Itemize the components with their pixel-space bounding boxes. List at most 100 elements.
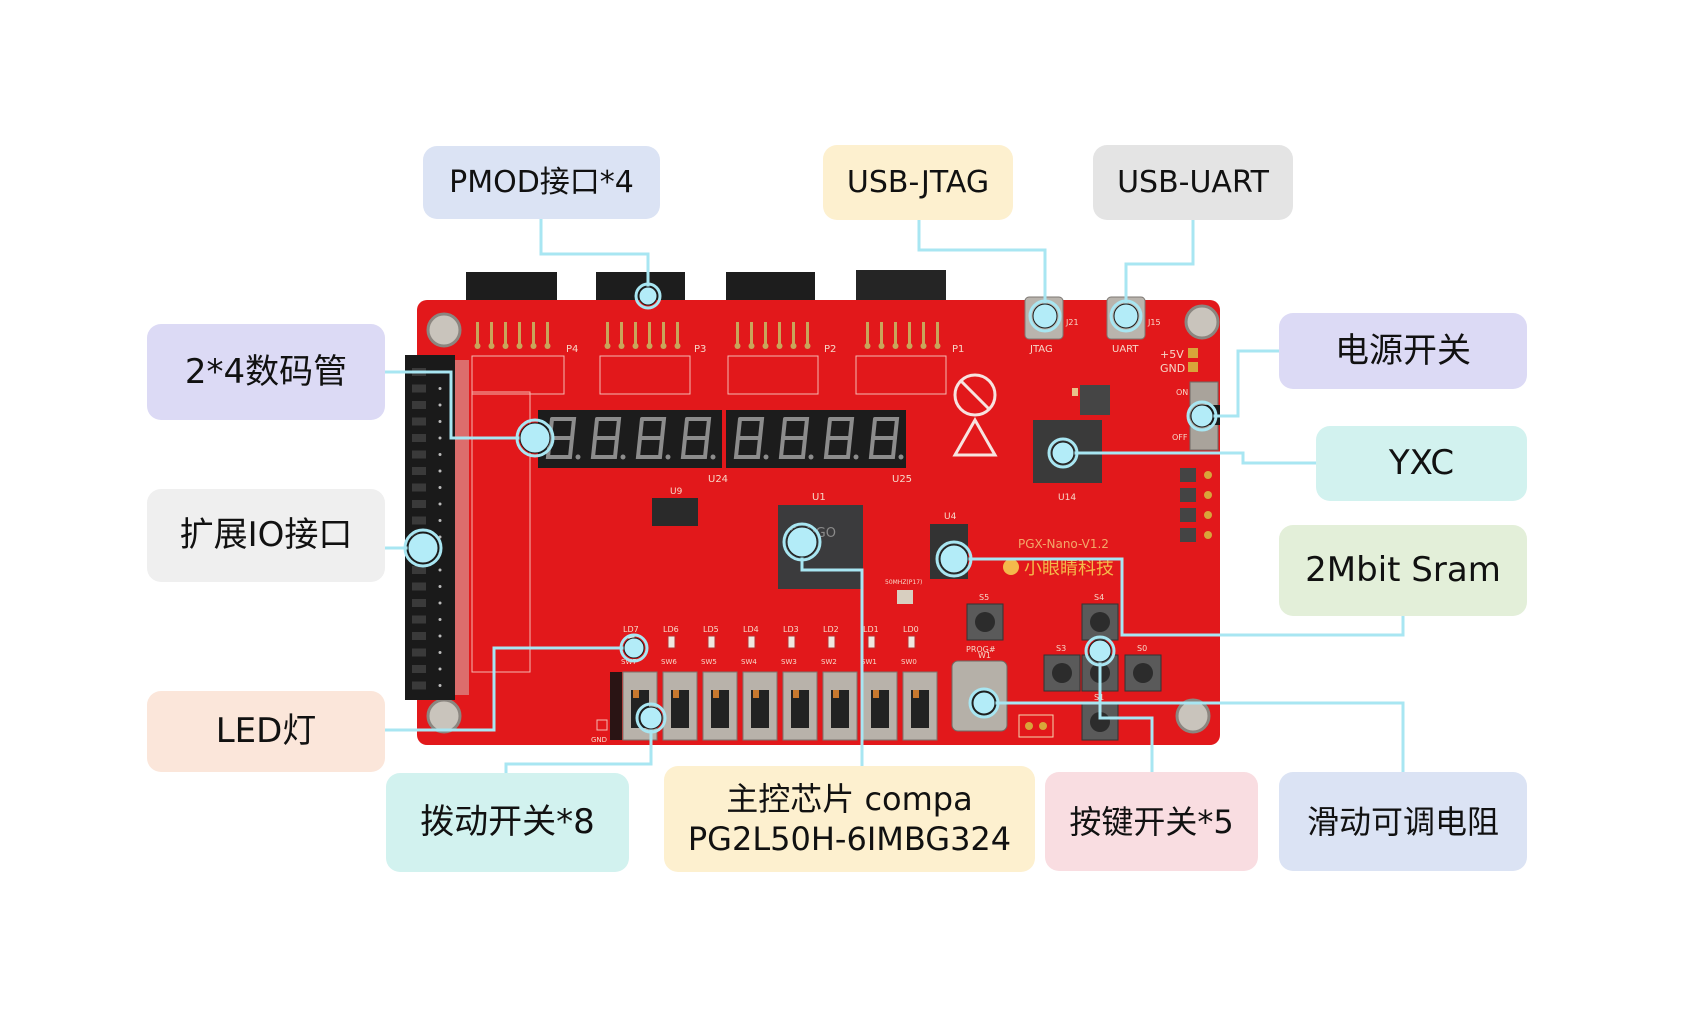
led-indicator (667, 635, 676, 649)
io-pin-pad (438, 436, 442, 440)
chip-ref-u1: U1 (812, 492, 826, 503)
button-name: S0 (1137, 644, 1147, 653)
pmod-pin-pad (660, 343, 667, 349)
io-pin-pad (438, 684, 442, 687)
board-model: PGX-Nano-V1.2 (1018, 537, 1109, 551)
dot-pmod-ring (634, 282, 662, 310)
pmod-pin (634, 322, 637, 346)
line-sram (954, 557, 1405, 637)
header-pad (1204, 511, 1212, 519)
pmod-pin-pad (864, 343, 871, 349)
io-pin (412, 483, 426, 492)
push-button-cap (1090, 612, 1110, 632)
dot-sram-ring (935, 540, 973, 578)
side-ics (1180, 468, 1212, 542)
dot-sram (939, 544, 969, 574)
pmod-name-p4: P4 (566, 344, 578, 355)
pmod-pin (866, 322, 869, 346)
pmod-pin (662, 322, 665, 346)
level-shifter-ic (1180, 468, 1196, 482)
slide-switch-knob (871, 690, 889, 728)
usb-name-uart: UART (1112, 344, 1139, 355)
pmod-pin (518, 322, 521, 346)
dot-expansion (407, 532, 439, 564)
screw-icon (426, 312, 462, 348)
label-potentiometer: 滑动可调电阻 (1279, 772, 1527, 871)
button-name: S3 (1056, 644, 1066, 653)
pmod-pin (894, 322, 897, 346)
usb-name-jtag: JTAG (1029, 344, 1053, 355)
dot-buttons-ring (1084, 635, 1116, 667)
led-indicator (787, 635, 796, 649)
io-pin-pad (438, 667, 442, 671)
dot-usb-jtag-ring (1028, 299, 1062, 333)
dot-usb-uart-ring (1109, 299, 1143, 333)
pmod-pin-pad (878, 343, 885, 349)
line-pot (984, 701, 1405, 772)
dot-dip-ring (635, 702, 667, 734)
pmod-pin (936, 322, 939, 346)
pmod-pin (736, 322, 739, 346)
slide-switch-knob (791, 690, 809, 728)
io-pin (412, 599, 426, 607)
slide-switch-marker (673, 690, 679, 698)
display-ref-u24: U24 (708, 474, 728, 485)
line-power (1202, 349, 1279, 418)
usb-ref-j15: J15 (1147, 318, 1161, 327)
io-pin-pad (438, 585, 442, 588)
io-pin (412, 417, 426, 426)
led-name: LD7 (623, 625, 639, 634)
io-pin (412, 401, 426, 409)
dot-yxc (1051, 441, 1075, 465)
slide-switch-marker (753, 690, 759, 698)
seven-segment-displays: U24 U25 (538, 410, 912, 485)
pmod-pin-pad (934, 343, 941, 349)
pmod-pin-pad (762, 343, 769, 349)
header-pad (1204, 471, 1212, 479)
segment-digit (635, 417, 671, 460)
chip-ref-u4: U4 (944, 512, 957, 522)
label-sram-text: 2Mbit Sram (1305, 550, 1501, 591)
led-name: LD3 (783, 625, 799, 634)
pmod-pin-pad (804, 343, 811, 349)
header-pad (1204, 531, 1212, 539)
leds: LD7SW7LD6SW6LD5SW5LD4SW4LD3SW3LD2SW2LD1S… (621, 625, 919, 666)
pmod-pin (792, 322, 795, 346)
label-buttons-text: 按键开关*5 (1069, 802, 1234, 841)
pmod-pin-pad (734, 343, 741, 349)
pmod-pin-pad (632, 343, 639, 349)
label-dip-switches: 拨动开关*8 (386, 773, 629, 872)
io-pin-pad (438, 420, 442, 423)
switch-state-on: ON (1176, 388, 1188, 397)
dot-power-ring (1186, 400, 1218, 432)
io-pin (412, 681, 426, 690)
switch-name: SW3 (781, 658, 797, 666)
pmod-pin-pad (748, 343, 755, 349)
label-led-text: LED灯 (215, 711, 317, 752)
display-ref-u25: U25 (892, 474, 912, 485)
io-pin-pad (438, 502, 442, 506)
led-indicator (747, 635, 756, 649)
pmod-pin (546, 322, 549, 346)
dot-usb-uart (1113, 303, 1139, 329)
switch-name: SW2 (821, 658, 837, 666)
level-shifter-ic (1180, 508, 1196, 522)
switch-state-off: OFF (1172, 433, 1188, 442)
io-pin (412, 665, 426, 673)
label-segment-display: 2*4数码管 (147, 324, 385, 420)
io-pin (412, 434, 426, 442)
brand-logo-icon (1003, 559, 1019, 575)
label-main-chip-line2: PG2L50H-6IMBG324 (687, 820, 1012, 858)
pmod-pin (648, 322, 651, 346)
dot-chip (786, 526, 818, 558)
line-segment (385, 370, 535, 440)
led-name: LD0 (903, 625, 919, 634)
pmod-pin (764, 322, 767, 346)
slide-switches (610, 671, 938, 741)
label-dip-switches-text: 拨动开关*8 (420, 802, 595, 843)
segment-digit (680, 417, 716, 460)
esd-warning-icon (952, 416, 998, 457)
push-button-cap (1133, 663, 1153, 683)
button-name: S5 (979, 593, 989, 602)
